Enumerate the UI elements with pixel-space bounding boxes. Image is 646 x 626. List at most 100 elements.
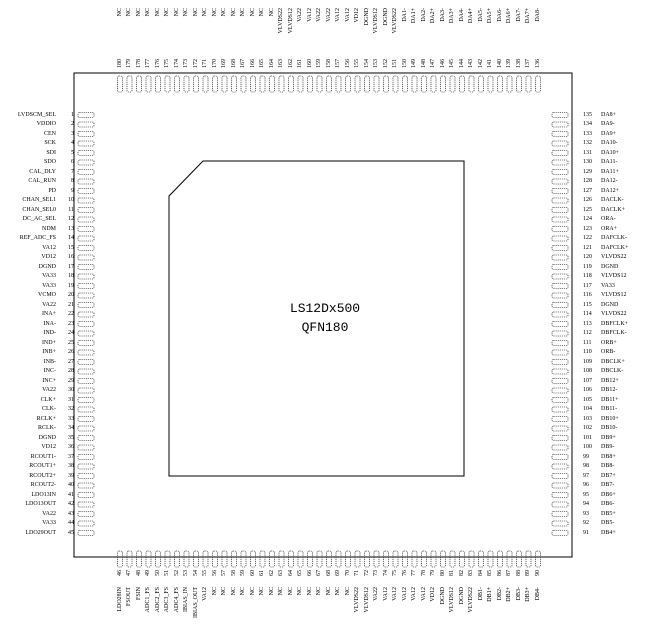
pin-name-top: VLVDS22 bbox=[278, 8, 284, 34]
pin-name-bottom: DB3+ bbox=[525, 587, 531, 602]
pin-name-bottom: NC bbox=[268, 587, 275, 596]
pin-name-left: IND+ bbox=[41, 339, 56, 346]
pin-name-bottom: NC bbox=[316, 587, 322, 596]
pin-number-right: 95 bbox=[583, 491, 589, 498]
pin-number-left: 17 bbox=[68, 263, 74, 270]
pin-name-bottom: DGND bbox=[439, 587, 446, 605]
pin-pad-left-38 bbox=[77, 463, 95, 470]
pin-pad-left-4 bbox=[77, 140, 95, 147]
pin-name-top: NC bbox=[268, 8, 275, 17]
pin-number-top: 153 bbox=[373, 59, 379, 68]
pin-pad-right-22 bbox=[551, 311, 569, 318]
pin-pad-bottom-32 bbox=[411, 550, 418, 568]
pin-pad-right-16 bbox=[551, 254, 569, 261]
pin-pad-top-35 bbox=[440, 75, 446, 93]
pin-name-right: VA33 bbox=[601, 282, 615, 289]
pin-pad-left-2 bbox=[77, 121, 95, 128]
pin-name-right: DB7- bbox=[601, 482, 615, 488]
pin-pad-left-6 bbox=[77, 159, 95, 166]
package-outline bbox=[73, 72, 573, 558]
pin-pad-bottom-1 bbox=[117, 550, 123, 568]
pin-number-left: 11 bbox=[68, 206, 74, 213]
pin-name-right: DBCLK- bbox=[601, 368, 624, 374]
pin-pad-top-42 bbox=[506, 75, 513, 93]
pin-number-left: 15 bbox=[68, 244, 74, 251]
pin-number-top: 172 bbox=[192, 59, 199, 68]
pin-name-right: DB5- bbox=[601, 520, 615, 526]
pin-pad-top-34 bbox=[430, 75, 437, 93]
pin-name-top: VLVDS22 bbox=[392, 8, 398, 34]
pin-number-top: 138 bbox=[515, 59, 522, 68]
pin-number-left: 45 bbox=[68, 529, 74, 536]
pin-pad-right-11 bbox=[551, 207, 569, 213]
pin-name-top: DA4- bbox=[458, 8, 465, 22]
pin-name-left: RCOUT1- bbox=[30, 453, 56, 460]
pin-pad-bottom-24 bbox=[335, 550, 342, 568]
pin-number-right: 101 bbox=[583, 434, 592, 441]
pin-pad-left-34 bbox=[77, 425, 95, 432]
pin-number-top: 145 bbox=[449, 59, 455, 68]
pin-name-top: VA12 bbox=[344, 8, 351, 22]
pin-number-right: 96 bbox=[583, 482, 589, 488]
pin-number-bottom: 82 bbox=[458, 570, 465, 576]
pin-pad-right-8 bbox=[551, 178, 569, 185]
pin-number-left: 25 bbox=[68, 339, 74, 346]
pin-number-right: 131 bbox=[583, 149, 592, 156]
pin-name-bottom: DB1- bbox=[477, 587, 484, 601]
pin-number-bottom: 64 bbox=[287, 570, 294, 576]
pin-name-bottom: VLVDS12 bbox=[363, 587, 370, 613]
pin-number-bottom: 53 bbox=[183, 570, 189, 576]
pin-name-bottom: LDO28IN bbox=[116, 587, 123, 612]
pin-name-right: DBFCLK+ bbox=[601, 320, 629, 327]
pin-pad-left-22 bbox=[77, 311, 95, 318]
pin-pad-bottom-2 bbox=[126, 550, 133, 568]
pin-number-bottom: 50 bbox=[154, 570, 161, 576]
pin-number-right: 111 bbox=[583, 339, 592, 346]
pin-number-right: 92 bbox=[583, 520, 589, 526]
pin-number-top: 169 bbox=[221, 59, 227, 68]
pin-number-top: 152 bbox=[382, 59, 389, 68]
pin-name-left: NDM bbox=[41, 225, 56, 232]
pin-name-right: DA10- bbox=[601, 140, 618, 146]
pin-number-right: 108 bbox=[583, 368, 592, 374]
pin-number-bottom: 88 bbox=[515, 570, 522, 576]
pin-number-left: 14 bbox=[68, 235, 74, 241]
pin-pad-bottom-13 bbox=[231, 550, 237, 568]
pin-pad-top-6 bbox=[164, 75, 171, 93]
pin-pad-top-9 bbox=[193, 75, 199, 93]
pin-pad-left-31 bbox=[77, 397, 95, 403]
pin-name-bottom: ADC1_FS bbox=[145, 587, 151, 613]
pin-number-top: 164 bbox=[268, 59, 275, 68]
pin-name-left: SCK bbox=[44, 140, 56, 146]
pin-name-bottom: DB1+ bbox=[487, 587, 493, 602]
pin-pad-bottom-23 bbox=[326, 550, 332, 568]
exposed-pad bbox=[168, 160, 465, 477]
pin-name-right: ORB- bbox=[601, 349, 616, 355]
pin-pad-top-37 bbox=[459, 75, 465, 93]
pin-number-right: 98 bbox=[583, 463, 589, 469]
pin-pad-right-2 bbox=[551, 121, 569, 128]
pin-pad-bottom-15 bbox=[250, 550, 256, 568]
pin-number-right: 105 bbox=[583, 396, 592, 403]
pin-pad-bottom-17 bbox=[269, 550, 275, 568]
pin-pad-right-32 bbox=[551, 406, 569, 413]
pin-name-top: NC bbox=[173, 8, 180, 17]
pin-pad-bottom-7 bbox=[174, 550, 180, 568]
pin-name-left: CHAN_SEL1 bbox=[22, 197, 56, 203]
pin-number-bottom: 83 bbox=[468, 570, 474, 576]
pin-name-left: LDO29OUT bbox=[25, 529, 56, 536]
pin-number-bottom: 81 bbox=[449, 570, 455, 576]
pin-number-right: 123 bbox=[583, 225, 592, 232]
pin-name-right: DB8+ bbox=[601, 453, 616, 460]
pin-number-top: 143 bbox=[468, 59, 474, 68]
pin-name-left: SDI bbox=[46, 149, 56, 156]
pin-pad-top-29 bbox=[383, 75, 389, 93]
pin-number-left: 33 bbox=[68, 415, 74, 422]
pin-number-right: 127 bbox=[583, 187, 592, 194]
pin-pad-left-14 bbox=[77, 235, 95, 242]
pin-pad-left-17 bbox=[77, 264, 95, 270]
pin-number-bottom: 54 bbox=[192, 570, 199, 576]
pin-number-bottom: 73 bbox=[373, 570, 379, 576]
pin-number-right: 103 bbox=[583, 415, 592, 422]
pin-pad-bottom-40 bbox=[487, 550, 494, 568]
